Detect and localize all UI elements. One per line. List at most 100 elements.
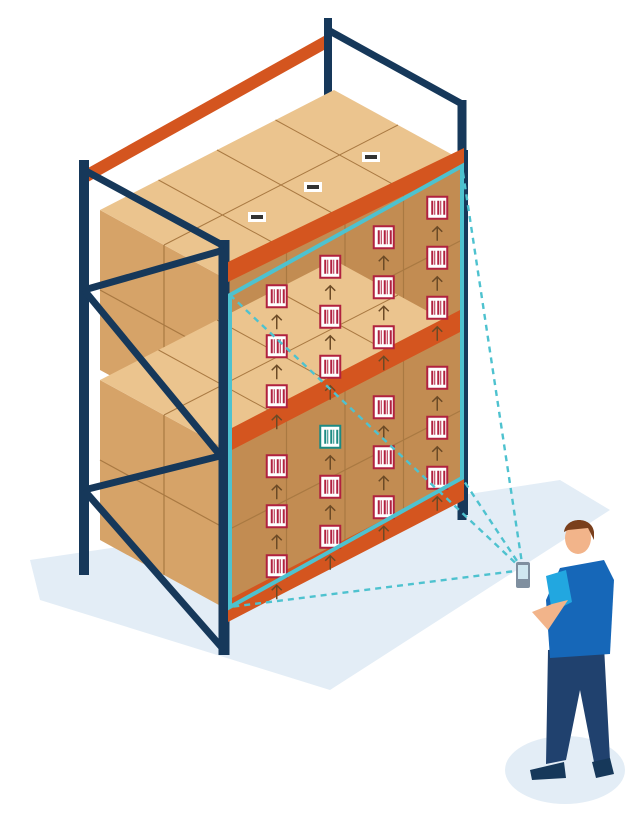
barcode-label xyxy=(372,445,395,491)
worker-head xyxy=(565,522,591,554)
barcode-label xyxy=(265,454,288,500)
barcode-label xyxy=(319,424,342,470)
rack-front-frame xyxy=(79,150,468,655)
barcode-bar xyxy=(434,370,436,385)
barcode-bar xyxy=(324,479,327,494)
barcode-bar xyxy=(327,359,329,374)
barcode-bar xyxy=(279,459,281,474)
barcode-bar xyxy=(380,230,382,245)
box-side-label xyxy=(362,152,380,162)
barcode-labels xyxy=(265,195,449,600)
barcode-bar xyxy=(273,389,275,404)
barcode-bar xyxy=(327,529,329,544)
barcode-label xyxy=(372,325,395,371)
barcode-label xyxy=(426,245,449,291)
barcode-bar xyxy=(443,370,446,385)
barcode-bar xyxy=(440,300,442,315)
barcode-bar xyxy=(383,500,386,515)
box-seam xyxy=(99,459,229,531)
barcode-bar xyxy=(383,230,386,245)
barcode-bar xyxy=(336,529,339,544)
barcode-bar xyxy=(336,259,339,274)
this-side-up-icon xyxy=(431,275,443,291)
barcode-label xyxy=(319,474,342,520)
barcode-bar xyxy=(270,509,273,524)
this-side-up-icon xyxy=(378,525,390,541)
barcode-bar xyxy=(333,479,335,494)
barcode-label xyxy=(426,415,449,461)
barcode-label xyxy=(265,384,288,430)
barcode-bar xyxy=(437,250,440,265)
this-side-up-icon xyxy=(271,534,283,550)
barcode-bar xyxy=(327,309,329,324)
barcode-bar xyxy=(276,509,279,524)
barcode-bar xyxy=(330,429,333,444)
barcode-bar xyxy=(279,559,281,574)
barcode-bar xyxy=(437,300,440,315)
barcode-bar xyxy=(330,309,333,324)
box-side-label xyxy=(248,212,266,222)
barcode-bar xyxy=(386,400,388,415)
this-side-up-icon xyxy=(324,334,336,350)
barcode-bar xyxy=(377,280,380,295)
barcode-bar xyxy=(273,559,275,574)
barcode-bar xyxy=(389,280,392,295)
worker-shoe-right xyxy=(592,758,614,778)
rack-beam-upper xyxy=(228,148,464,282)
barcode-label xyxy=(426,195,449,241)
barcode-bar xyxy=(389,450,392,465)
barcode-bar xyxy=(273,509,275,524)
barcode-bar xyxy=(336,479,339,494)
barcode-bar xyxy=(377,400,380,415)
barcode-bar xyxy=(377,500,380,515)
barcode-bar xyxy=(440,470,442,485)
barcode-bar xyxy=(333,429,335,444)
barcode-bar xyxy=(443,200,446,215)
barcode-bar xyxy=(383,450,386,465)
barcode-bar xyxy=(282,339,285,354)
barcode-bar xyxy=(431,300,434,315)
barcode-bar xyxy=(270,289,273,304)
this-side-up-icon xyxy=(431,445,443,461)
barcode-label xyxy=(372,225,395,271)
barcode-label xyxy=(319,304,342,350)
barcode-bar xyxy=(389,400,392,415)
barcode-bar xyxy=(333,309,335,324)
this-side-up-icon xyxy=(324,504,336,520)
barcode-bar xyxy=(333,529,335,544)
barcode-bar xyxy=(443,420,446,435)
barcode-bar xyxy=(336,359,339,374)
barcode-bar xyxy=(434,470,436,485)
barcode-bar xyxy=(431,470,434,485)
barcode-bar xyxy=(431,370,434,385)
barcode-bar xyxy=(377,330,380,345)
barcode-bar xyxy=(440,250,442,265)
worker-shoe-left xyxy=(530,762,566,780)
barcode-label xyxy=(372,395,395,441)
barcode-bar xyxy=(279,509,281,524)
box-side-label xyxy=(304,182,322,192)
barcode-bar xyxy=(282,289,285,304)
barcode-bar xyxy=(330,479,333,494)
barcode-bar xyxy=(383,280,386,295)
barcode-bar xyxy=(276,339,279,354)
this-side-up-icon xyxy=(271,584,283,600)
this-side-up-icon xyxy=(431,225,443,241)
handheld-scanner-screen xyxy=(518,565,528,579)
barcode-bar xyxy=(386,450,388,465)
barcode-bar xyxy=(434,250,436,265)
barcode-bar xyxy=(434,200,436,215)
barcode-bar xyxy=(324,259,327,274)
barcode-bar xyxy=(383,400,386,415)
barcode-bar xyxy=(336,309,339,324)
barcode-bar xyxy=(324,309,327,324)
barcode-bar xyxy=(437,420,440,435)
this-side-up-icon xyxy=(324,284,336,300)
barcode-bar xyxy=(324,529,327,544)
rack-top-back-beam xyxy=(88,36,324,182)
barcode-bar xyxy=(440,370,442,385)
barcode-label xyxy=(265,504,288,550)
barcode-bar xyxy=(330,359,333,374)
barcode-bar xyxy=(437,200,440,215)
